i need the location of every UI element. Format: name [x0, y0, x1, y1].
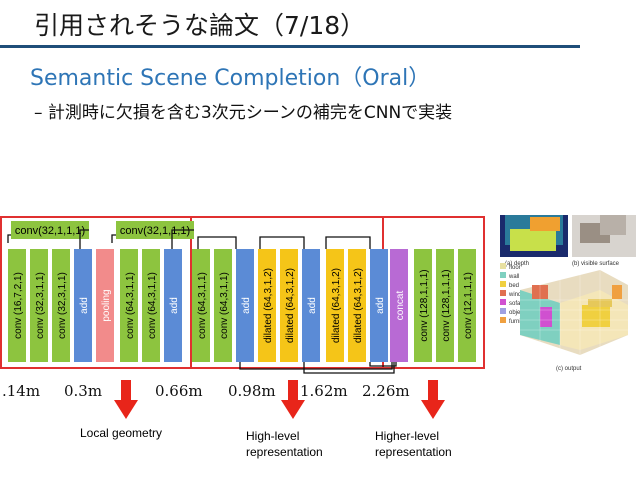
- layer-label: conv (64,3,1,1): [125, 272, 136, 339]
- layer-label: add: [79, 297, 90, 314]
- receptive-field-label: 0.98m: [228, 382, 276, 400]
- layer-label: conv (64,3,1,1): [219, 272, 230, 339]
- receptive-field-label: 0.66m: [155, 382, 203, 400]
- receptive-field-labels: .14m 0.3m 0.66m 0.98m 1.62m 2.26m: [2, 382, 410, 400]
- layer-blocks: conv (16,7,2,1) conv (32,3,1,1) conv (32,3…: [8, 249, 476, 362]
- legend-swatch: [500, 263, 506, 269]
- legend-label: wall: [508, 274, 519, 280]
- down-arrow: [421, 380, 445, 419]
- caption-line: representation: [375, 444, 452, 460]
- legend-label: bed: [509, 283, 519, 289]
- layer-label: dilated (64,3,1,2): [285, 268, 296, 343]
- legend-swatch: [500, 290, 506, 296]
- caption-line: Higher-level: [375, 428, 452, 444]
- caption-line: representation: [246, 444, 323, 460]
- layer-label: pooling: [101, 289, 112, 321]
- title-divider: [0, 45, 580, 48]
- layer-label: conv (128,1,1,1): [441, 269, 452, 341]
- bullet-point: – 計測時に欠損を含む3次元シーンの補完をCNNで実装: [34, 98, 452, 123]
- receptive-field-label: 1.62m: [300, 382, 348, 400]
- caption-local-geometry: Local geometry: [80, 425, 162, 441]
- slide-title: 引用されそうな論文（7/18）: [34, 6, 365, 42]
- layer-label: conv (12,1,1,1): [463, 272, 474, 339]
- layer-label: dilated (64,3,1,2): [353, 268, 364, 343]
- inset-caption-surface: (b) visible surface: [572, 261, 620, 267]
- legend-label: floor: [509, 265, 521, 271]
- layer-label: conv (32,3,1,1): [57, 272, 68, 339]
- legend-swatch: [500, 299, 506, 305]
- layer-label: conv (64,3,1,1): [197, 272, 208, 339]
- skip-conv-label-2: conv(32,1,1,1): [120, 225, 190, 237]
- legend-swatch: [500, 281, 506, 287]
- layer-label: conv (32,3,1,1): [35, 272, 46, 339]
- surface-image: [572, 215, 636, 257]
- receptive-field-label: 0.3m: [64, 382, 102, 400]
- layer-label: add: [241, 297, 252, 314]
- voxel-output-image: [520, 270, 628, 355]
- receptive-field-label: 2.26m: [362, 382, 410, 400]
- inset-caption-output: (c) output: [556, 366, 582, 372]
- layer-label: add: [169, 297, 180, 314]
- slide-subtitle: Semantic Scene Completion（Oral）: [30, 60, 430, 92]
- layer-label: conv (64,3,1,1): [147, 272, 158, 339]
- legend-swatch: [500, 317, 506, 323]
- layer-label: concat: [395, 291, 406, 321]
- caption-higher-level: Higher-level representation: [375, 428, 452, 460]
- caption-high-level: High-level representation: [246, 428, 323, 460]
- layer-label: dilated (64,3,1,2): [331, 268, 342, 343]
- skip-conv-label-1: conv(32,1,1,1): [15, 225, 85, 237]
- layer-label: add: [375, 297, 386, 314]
- caption-line: High-level: [246, 428, 323, 444]
- layer-label: dilated (64,3,1,2): [263, 268, 274, 343]
- down-arrow: [114, 380, 138, 419]
- legend-swatch: [500, 308, 506, 314]
- layer-label: conv (128,1,1,1): [419, 269, 430, 341]
- layer-label: conv (16,7,2,1): [13, 272, 24, 339]
- legend-label: sofa: [509, 301, 521, 307]
- legend-swatch: [500, 272, 506, 278]
- caption-line: Local geometry: [80, 425, 162, 441]
- layer-label: add: [307, 297, 318, 314]
- depth-image: [500, 215, 568, 257]
- receptive-field-label: .14m: [2, 382, 40, 400]
